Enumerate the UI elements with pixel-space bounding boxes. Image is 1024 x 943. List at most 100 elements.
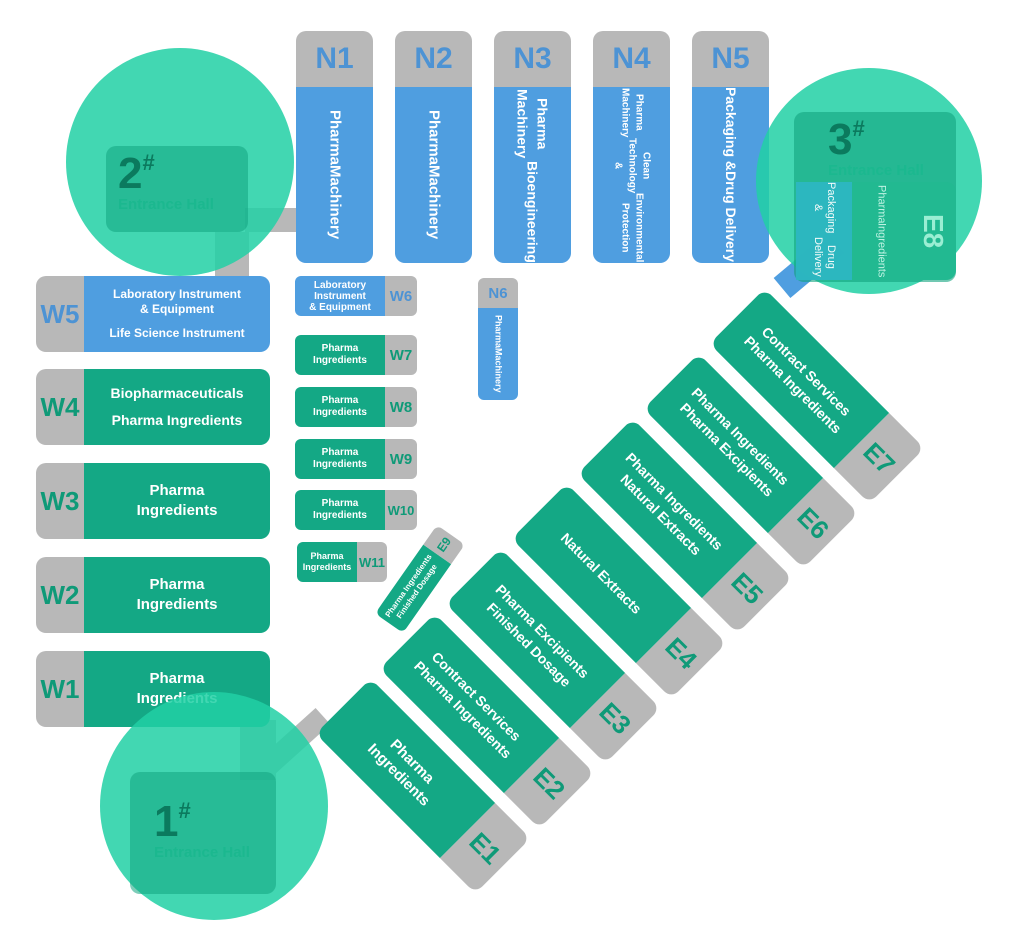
hall-e8-packaging-line: Packaging &: [812, 182, 837, 234]
hall-w2-name-line: Pharma: [149, 576, 205, 593]
hall-n4-name-line: Pharma Machinery: [619, 87, 645, 138]
hall-w4[interactable]: W4 Biopharmaceuticals Pharma Ingredients: [36, 369, 270, 445]
hall-w2-name-line: Ingredients: [136, 596, 218, 613]
hall-n4[interactable]: N4 Pharma Machinery Clean Technology & E…: [593, 31, 670, 263]
hall-w5-name: Laboratory Instrument & Equipment Life S…: [84, 276, 270, 352]
hall-w9[interactable]: Pharma Ingredients W9: [295, 439, 417, 479]
hall-e8-packaging-line: Drug Delivery: [812, 236, 837, 277]
hall-w5-code: W5: [36, 276, 84, 352]
hall-n6-name: Pharma Machinery: [478, 308, 518, 400]
entrance-hall-2-text: Entrance Hall: [118, 196, 214, 213]
hall-n3-code: N3: [494, 31, 571, 87]
entrance-hall-1-mark: #: [178, 798, 191, 823]
hall-e8-ingredients: Pharma Ingredients: [852, 182, 910, 280]
hall-n1-name-line: Machinery: [326, 165, 344, 240]
hall-w10[interactable]: Pharma Ingredients W10: [295, 490, 417, 530]
hall-w4-name-line: Pharma Ingredients: [111, 412, 243, 428]
hall-w8-name-line: Pharma: [321, 395, 359, 406]
hall-n5[interactable]: N5 Packaging & Drug Delivery: [692, 31, 769, 263]
hall-n6-name-line: Machinery: [493, 348, 504, 393]
hall-e8-packaging: Packaging & Drug Delivery: [796, 182, 852, 280]
hall-e8[interactable]: Packaging & Drug Delivery Pharma Ingredi…: [796, 182, 956, 280]
hall-w10-code: W10: [385, 490, 417, 530]
hall-e9[interactable]: Pharma Ingredients Finished Dosage E9: [375, 525, 465, 633]
hall-e8-ingredients-line: Ingredients: [875, 223, 888, 278]
hall-e8-code: E8: [910, 182, 956, 280]
hall-w4-code: W4: [36, 369, 84, 445]
hall-n3-name-line: Bioengineering: [524, 161, 541, 263]
hall-n6[interactable]: N6 Pharma Machinery: [478, 278, 518, 400]
hall-n2-name-line: Pharma: [425, 110, 443, 166]
hall-w6-name: Laboratory Instrument & Equipment: [295, 276, 385, 316]
hall-w7-name-line: Pharma: [321, 343, 359, 354]
hall-w3-code: W3: [36, 463, 84, 539]
hall-w5-name-line: Laboratory Instrument: [112, 287, 241, 301]
hall-w8-code: W8: [385, 387, 417, 427]
hall-w8-name: Pharma Ingredients: [295, 387, 385, 427]
entrance-hall-3-label: 3# Entrance Hall: [828, 118, 924, 180]
hall-w3-name: Pharma Ingredients: [84, 463, 270, 539]
hall-w10-name-line: Ingredients: [313, 510, 367, 521]
hall-n1[interactable]: N1 Pharma Machinery: [296, 31, 373, 263]
hall-n2[interactable]: N2 Pharma Machinery: [395, 31, 472, 263]
hall-n6-name-line: Pharma: [493, 315, 504, 349]
hall-e8-ingredients-line: Pharma: [875, 184, 888, 224]
entrance-hall-3-number: 3#: [828, 118, 924, 162]
hall-w3[interactable]: W3 Pharma Ingredients: [36, 463, 270, 539]
hall-w5[interactable]: W5 Laboratory Instrument & Equipment Lif…: [36, 276, 270, 352]
entrance-hall-1-number: 1#: [154, 800, 250, 844]
hall-w1-code: W1: [36, 651, 84, 727]
hall-w6[interactable]: Laboratory Instrument & Equipment W6: [295, 276, 417, 316]
hall-n1-name: Pharma Machinery: [296, 87, 373, 263]
hall-w5-name-line: & Equipment: [140, 302, 214, 316]
entrance-hall-2-number: 2#: [118, 152, 214, 196]
hall-w8-name-line: Ingredients: [313, 407, 367, 418]
hall-w10-name: Pharma Ingredients: [295, 490, 385, 530]
hall-w2[interactable]: W2 Pharma Ingredients: [36, 557, 270, 633]
hall-n3-name-line: Pharma Machinery: [514, 89, 551, 159]
hall-w7[interactable]: Pharma Ingredients W7: [295, 335, 417, 375]
hall-w6-code: W6: [385, 276, 417, 316]
hall-n5-code: N5: [692, 31, 769, 87]
hall-w7-name-line: Ingredients: [313, 355, 367, 366]
hall-n5-name-line: Drug Delivery: [723, 171, 739, 263]
hall-n3-name: Pharma Machinery Bioengineering: [494, 87, 571, 263]
hall-w11-name: Pharma Ingredients: [297, 542, 357, 582]
hall-w9-name-line: Pharma: [321, 447, 359, 458]
hall-w2-name: Pharma Ingredients: [84, 557, 270, 633]
hall-w6-name-line: & Equipment: [309, 301, 371, 313]
hall-n2-name: Pharma Machinery: [395, 87, 472, 263]
hall-n3[interactable]: N3 Pharma Machinery Bioengineering: [494, 31, 571, 263]
entrance-hall-3-text: Entrance Hall: [828, 162, 924, 179]
hall-n4-name: Pharma Machinery Clean Technology & Envi…: [593, 87, 670, 263]
entrance-hall-1-block[interactable]: [130, 772, 276, 894]
entrance-hall-1-label: 1# Entrance Hall: [154, 800, 250, 862]
hall-n4-name-line: Clean Technology &: [612, 137, 652, 194]
hall-w7-name: Pharma Ingredients: [295, 335, 385, 375]
entrance-hall-2-block[interactable]: [106, 146, 248, 232]
entrance-hall-3-digit: 3: [828, 115, 853, 164]
hall-w4-name-line: Biopharmaceuticals: [110, 385, 244, 401]
entrance-hall-3-mark: #: [852, 116, 865, 141]
hall-n1-code: N1: [296, 31, 373, 87]
hall-w11-name-line: Pharma: [310, 551, 344, 561]
hall-e4-name-line: Natural Extracts: [558, 529, 646, 617]
hall-w11[interactable]: Pharma Ingredients W11: [297, 542, 387, 582]
hall-w5-name-line: Life Science Instrument: [109, 326, 245, 340]
hall-w4-name: Biopharmaceuticals Pharma Ingredients: [84, 369, 270, 445]
hall-w3-name-line: Pharma: [149, 482, 205, 499]
hall-n4-code: N4: [593, 31, 670, 87]
entrance-hall-2-mark: #: [142, 150, 155, 175]
hall-n4-name-line: Environmental Protection: [619, 193, 645, 263]
hall-w11-name-line: Ingredients: [302, 562, 352, 572]
hall-w9-name-line: Ingredients: [313, 459, 367, 470]
entrance-hall-2-digit: 2: [118, 149, 143, 198]
hall-n1-name-line: Pharma: [326, 110, 344, 166]
hall-n6-code: N6: [478, 278, 518, 308]
hall-w8[interactable]: Pharma Ingredients W8: [295, 387, 417, 427]
hall-w2-code: W2: [36, 557, 84, 633]
hall-w10-name-line: Pharma: [321, 498, 359, 509]
hall-w6-name-line: Instrument: [314, 290, 366, 302]
hall-n5-name-line: Packaging &: [723, 87, 739, 172]
